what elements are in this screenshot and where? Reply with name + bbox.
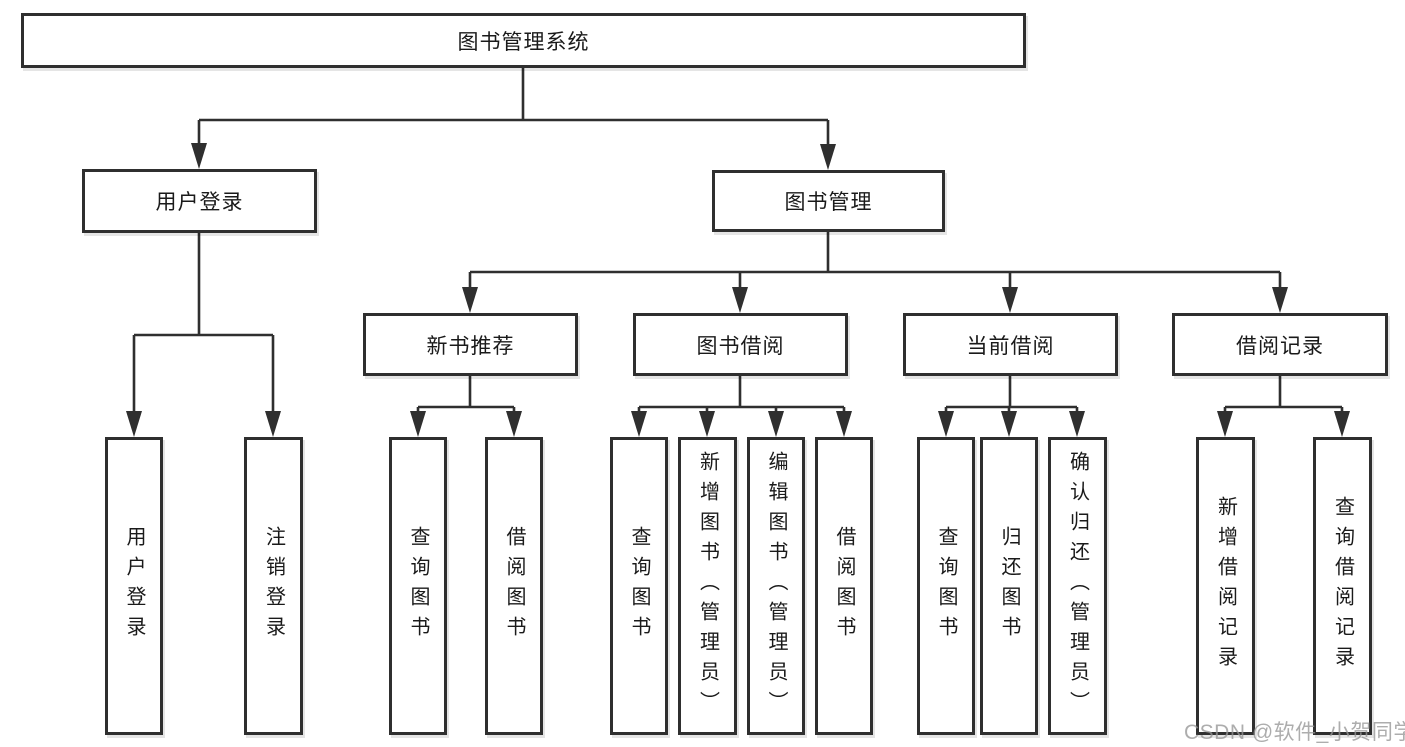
node-label: 用户登录	[123, 526, 145, 646]
leaf-confirm-return-admin: 确认归还（管理员）	[1048, 437, 1107, 735]
arrowhead	[1217, 411, 1233, 437]
node-label: 注销登录	[262, 526, 285, 646]
leaf-return-book: 归还图书	[980, 437, 1038, 735]
arrowhead	[1334, 411, 1350, 437]
node-label: 用户登录	[155, 191, 244, 214]
leaf-add-book-admin: 新增图书（管理员）	[678, 437, 737, 735]
node-label: 图书管理	[784, 191, 873, 214]
node-label: 查询图书	[935, 526, 957, 646]
arrowhead	[699, 411, 715, 437]
arrowhead	[768, 411, 784, 437]
wire-root-to-level2	[197, 67, 830, 152]
arrowhead	[462, 287, 478, 313]
node-book-management: 图书管理	[712, 170, 945, 232]
leaf-query-borrow-record: 查询借阅记录	[1313, 437, 1372, 735]
leaf-borrow-books-recommend: 借阅图书	[485, 437, 543, 735]
node-new-book-recommend: 新书推荐	[363, 313, 578, 376]
wire-records-to-leaves	[1223, 375, 1344, 419]
arrowhead	[732, 287, 748, 313]
node-label: 当前借阅	[966, 334, 1055, 358]
arrowhead	[265, 411, 281, 437]
node-label: 归还图书	[998, 526, 1020, 646]
node-label: 借阅图书	[503, 526, 525, 646]
node-label: 借阅记录	[1236, 334, 1324, 358]
arrowhead	[820, 144, 836, 170]
node-label: 确认归还（管理员）	[1066, 451, 1089, 721]
leaf-borrow-books: 借阅图书	[815, 437, 873, 735]
arrowhead	[836, 411, 852, 437]
node-label: 查询图书	[407, 526, 429, 646]
arrowhead	[631, 411, 647, 437]
node-label: 编辑图书（管理员）	[765, 451, 787, 721]
node-label: 图书管理系统	[457, 30, 590, 54]
node-user-login: 用户登录	[82, 169, 317, 233]
node-current-borrow: 当前借阅	[903, 313, 1118, 376]
node-borrow-records: 借阅记录	[1172, 313, 1388, 376]
node-label: 新增图书（管理员）	[696, 451, 719, 721]
arrowhead	[1002, 287, 1018, 313]
leaf-add-borrow-record: 新增借阅记录	[1196, 437, 1255, 735]
node-label: 图书借阅	[696, 334, 785, 358]
node-label: 借阅图书	[833, 526, 855, 646]
node-library-system: 图书管理系统	[21, 13, 1026, 68]
node-label: 查询借阅记录	[1331, 496, 1354, 676]
leaf-query-books-borrow: 查询图书	[610, 437, 668, 735]
wire-userlogin-to-leaves	[132, 233, 275, 419]
wire-borrow-to-leaves	[637, 375, 846, 419]
csdn-watermark: CSDN @软件_小贺同学	[1184, 721, 1405, 744]
arrowhead	[1069, 411, 1085, 437]
arrowhead	[938, 411, 954, 437]
arrowhead	[1272, 287, 1288, 313]
node-book-borrow: 图书借阅	[633, 313, 848, 376]
leaf-user-login: 用户登录	[105, 437, 163, 735]
arrowhead	[506, 411, 522, 437]
wire-bookmgmt-to-level3	[468, 232, 1282, 295]
leaf-edit-book-admin: 编辑图书（管理员）	[747, 437, 805, 735]
node-label: 新书推荐	[426, 334, 515, 358]
node-label: 新增借阅记录	[1214, 496, 1237, 676]
leaf-query-books-current: 查询图书	[917, 437, 975, 735]
wire-recommend-to-leaves	[416, 375, 516, 419]
arrowhead	[1001, 411, 1017, 437]
node-label: 查询图书	[628, 526, 650, 646]
arrowhead	[191, 143, 207, 169]
wire-current-to-leaves	[944, 375, 1079, 419]
leaf-logout: 注销登录	[244, 437, 303, 735]
leaf-query-books-recommend: 查询图书	[389, 437, 447, 735]
arrowhead	[410, 411, 426, 437]
arrowhead	[126, 411, 142, 437]
